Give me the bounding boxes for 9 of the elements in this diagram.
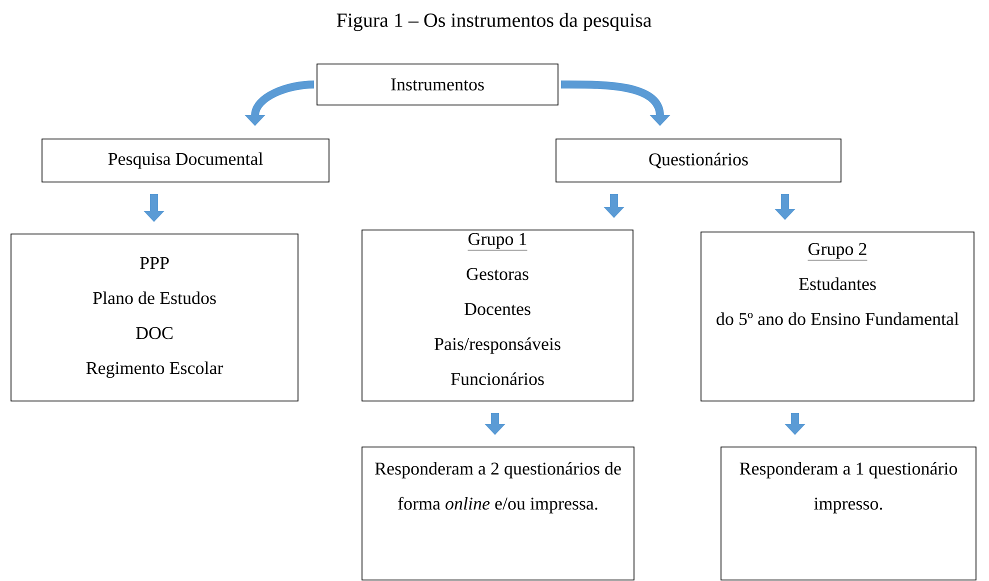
figure-title: Figura 1 – Os instrumentos da pesquisa xyxy=(336,12,652,32)
text-box: Responderam a 2 questionários de forma online e/ou impressa. xyxy=(362,446,634,580)
text-box: Responderam a 1 questionário impresso. xyxy=(720,446,976,580)
text-box: Grupo 1 Gestoras Docentes Pais/responsáveis Funcionários xyxy=(362,230,634,402)
text-box: Pesquisa Documental xyxy=(42,138,330,182)
text-box: Instrumentos xyxy=(316,64,558,106)
text-box: Questionários xyxy=(556,138,842,182)
text-box: PPP Plano de Estudos DOC Regimento Escolar xyxy=(10,234,298,402)
text-box: Grupo 2 Estudantes do 5º ano do Ensino Fundamental xyxy=(700,232,974,402)
